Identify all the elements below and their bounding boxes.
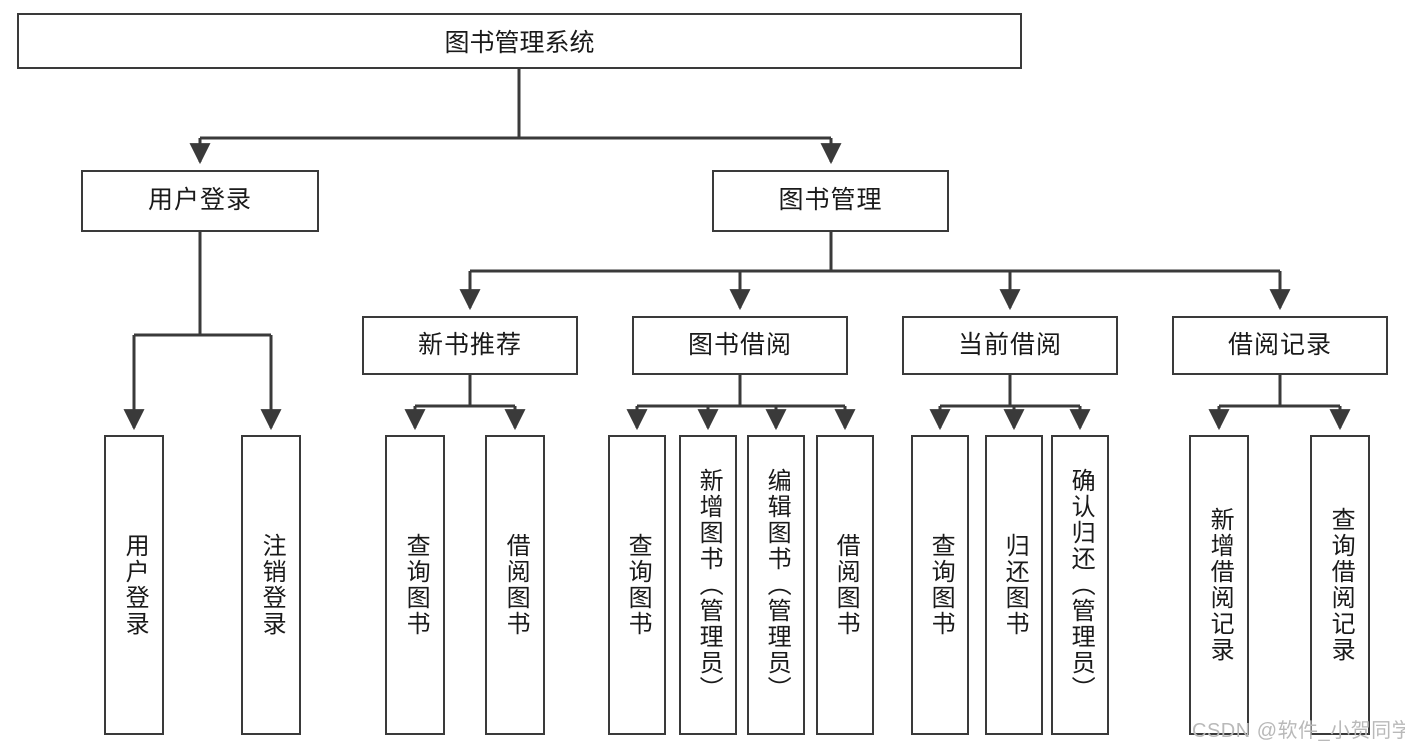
node-leaf-query-book-borrow-label: 查询图书 [624,533,652,637]
node-borrow-record-label: 借阅记录 [1227,330,1332,359]
node-leaf-borrow-book-label: 借阅图书 [832,533,860,637]
node-user-login-label: 用户登录 [147,186,252,215]
node-leaf-logout[interactable]: 注销登录 [241,435,301,735]
node-leaf-return-book-label: 归还图书 [1001,533,1029,637]
node-leaf-query-borrow-record[interactable]: 查询借阅记录 [1310,435,1370,735]
node-leaf-user-login-label: 用户登录 [121,533,149,637]
node-leaf-add-book-admin-label: 新增图书（管理员） [695,468,723,702]
node-book-manage[interactable]: 图书管理 [712,170,949,232]
node-leaf-query-book-rec[interactable]: 查询图书 [385,435,445,735]
node-new-book-rec-label: 新书推荐 [417,330,522,359]
node-leaf-query-book-cur[interactable]: 查询图书 [911,435,969,735]
node-leaf-add-borrow-record[interactable]: 新增借阅记录 [1189,435,1249,735]
node-leaf-logout-label: 注销登录 [258,533,286,637]
node-leaf-edit-book-admin-label: 编辑图书（管理员） [763,468,791,702]
node-leaf-return-book[interactable]: 归还图书 [985,435,1043,735]
node-leaf-borrow-book-rec-label: 借阅图书 [502,533,530,637]
node-root-label: 图书管理系统 [444,29,595,57]
node-leaf-borrow-book[interactable]: 借阅图书 [816,435,874,735]
node-leaf-add-borrow-record-label: 新增借阅记录 [1206,507,1234,663]
node-new-book-rec[interactable]: 新书推荐 [362,316,578,375]
node-leaf-confirm-return-admin-label: 确认归还（管理员） [1067,468,1095,702]
node-book-manage-label: 图书管理 [778,186,883,215]
node-leaf-user-login[interactable]: 用户登录 [104,435,164,735]
node-leaf-query-book-rec-label: 查询图书 [402,533,430,637]
node-borrow-record[interactable]: 借阅记录 [1172,316,1388,375]
csdn-watermark: CSDN @软件_小贺同学 [1192,720,1405,742]
node-leaf-add-book-admin[interactable]: 新增图书（管理员） [679,435,737,735]
node-book-borrow-label: 图书借阅 [687,330,792,359]
node-leaf-confirm-return-admin[interactable]: 确认归还（管理员） [1051,435,1109,735]
node-leaf-edit-book-admin[interactable]: 编辑图书（管理员） [747,435,805,735]
node-book-borrow[interactable]: 图书借阅 [632,316,848,375]
node-leaf-query-book-cur-label: 查询图书 [927,533,955,637]
node-user-login[interactable]: 用户登录 [81,170,319,232]
node-leaf-query-borrow-record-label: 查询借阅记录 [1327,507,1355,663]
node-root[interactable]: 图书管理系统 [17,13,1022,69]
node-leaf-query-book-borrow[interactable]: 查询图书 [608,435,666,735]
node-leaf-borrow-book-rec[interactable]: 借阅图书 [485,435,545,735]
node-current-borrow[interactable]: 当前借阅 [902,316,1118,375]
node-current-borrow-label: 当前借阅 [957,330,1062,359]
